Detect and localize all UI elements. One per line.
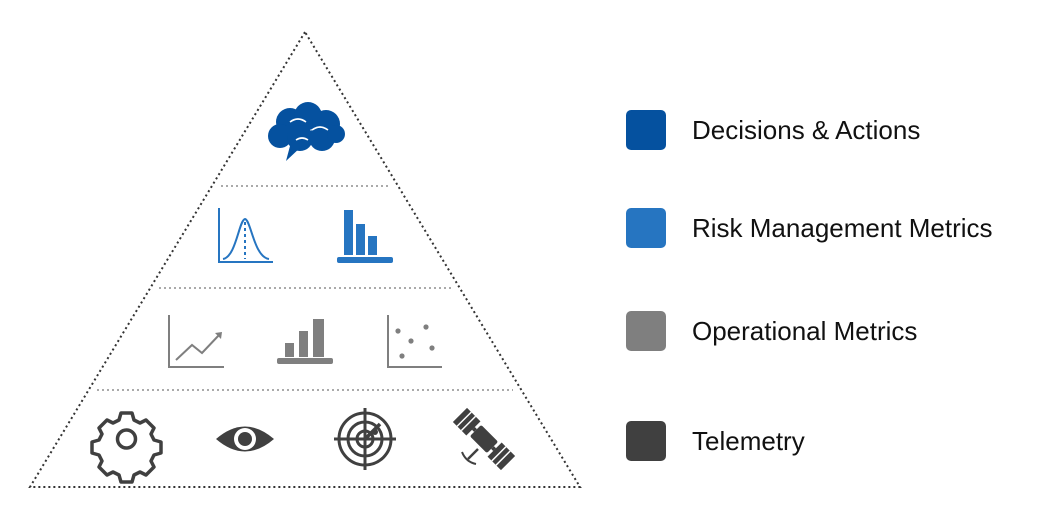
eye-icon <box>216 426 274 452</box>
scatter-plot-icon <box>387 315 442 368</box>
legend: Decisions & Actions Risk Management Metr… <box>626 0 1040 518</box>
legend-label-decisions: Decisions & Actions <box>692 114 921 145</box>
legend-label-operational: Operational Metrics <box>692 315 918 346</box>
bell-curve-icon <box>218 208 273 263</box>
legend-swatch-decisions <box>626 110 666 150</box>
pyramid-outline <box>28 30 582 488</box>
gear-icon <box>90 411 163 484</box>
legend-label-telemetry: Telemetry <box>692 425 805 456</box>
legend-item-decisions: Decisions & Actions <box>626 110 920 150</box>
bar-chart-icon <box>337 210 393 263</box>
legend-item-risk: Risk Management Metrics <box>626 208 993 248</box>
radar-icon <box>334 408 396 470</box>
legend-swatch-operational <box>626 311 666 351</box>
brain-icon <box>268 102 345 161</box>
legend-label-risk: Risk Management Metrics <box>692 212 993 243</box>
bar-chart-icon <box>277 319 333 364</box>
legend-swatch-risk <box>626 208 666 248</box>
legend-item-telemetry: Telemetry <box>626 421 805 461</box>
satellite-icon <box>452 407 516 471</box>
trend-line-icon <box>168 315 224 368</box>
pyramid-diagram <box>28 30 582 488</box>
legend-item-operational: Operational Metrics <box>626 311 917 351</box>
legend-swatch-telemetry <box>626 421 666 461</box>
